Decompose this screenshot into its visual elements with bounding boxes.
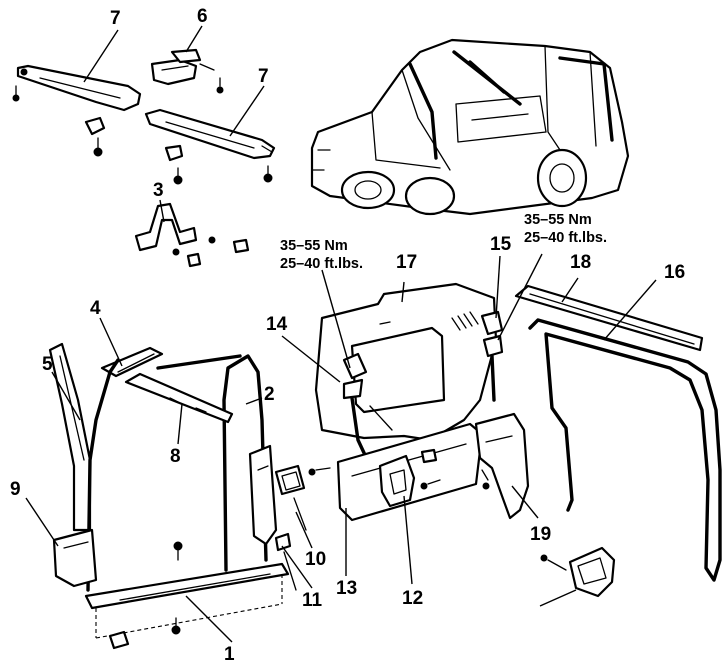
callout-3: 3: [153, 180, 164, 201]
callout-17: 17: [396, 252, 417, 273]
visor-clip-right: [164, 144, 273, 185]
callout-9: 9: [10, 479, 21, 500]
a-pillar-trim: [48, 342, 92, 532]
torque-metric-left: 35–55 Nm: [280, 238, 348, 254]
sun-visor-right: [144, 108, 276, 160]
callout-1: 1: [224, 644, 235, 665]
callout-7-right: 7: [258, 66, 269, 87]
torque-imperial-left: 25–40 ft.lbs.: [280, 256, 363, 272]
callout-8: 8: [170, 446, 181, 467]
torque-imperial-right: 25–40 ft.lbs.: [524, 230, 607, 246]
callout-6: 6: [197, 6, 208, 27]
quarter-window-trim: [540, 546, 616, 598]
callout-19: 19: [530, 524, 551, 545]
side-trim-panel: [474, 412, 530, 520]
center-pillar-trim: [124, 372, 234, 424]
vehicle-outline: [310, 38, 630, 216]
seat-belt-left: [342, 352, 393, 472]
kick-panel: [52, 528, 98, 588]
torque-spec-right: 35–55 Nm 25–40 ft.lbs.: [524, 212, 607, 246]
callout-4: 4: [90, 298, 101, 319]
rear-door-weatherstrip: [528, 318, 722, 582]
lower-pillar-trim: [248, 444, 278, 546]
callout-labels: 7 6 7 3 4 5 2 8 9 10 11 1 12 13 14 15 16…: [10, 6, 685, 665]
callout-15: 15: [490, 234, 512, 255]
retractor-cover: [378, 454, 416, 508]
quarter-upper-trim: [314, 282, 498, 442]
callout-10: 10: [305, 549, 326, 570]
callout-16: 16: [664, 262, 685, 283]
callout-11: 11: [302, 590, 323, 611]
door-weatherstrip-front: [86, 354, 268, 592]
callout-7-left: 7: [110, 8, 121, 29]
torque-spec-left: 35–55 Nm 25–40 ft.lbs.: [280, 238, 363, 272]
callout-5: 5: [42, 354, 53, 375]
scuff-plate: [84, 541, 290, 650]
seat-belt-right: [480, 310, 504, 402]
trim-clip-11: [274, 532, 297, 591]
callout-12: 12: [402, 588, 423, 609]
callout-13: 13: [336, 578, 357, 599]
torque-metric-right: 35–55 Nm: [524, 212, 592, 228]
callout-14: 14: [266, 314, 288, 335]
sun-visor-left: [12, 64, 142, 112]
callout-18: 18: [570, 252, 591, 273]
rear-view-mirror: [150, 48, 224, 94]
trim-clip-10: [274, 464, 307, 531]
leader-lines: [25, 25, 657, 643]
assist-grip: [134, 202, 250, 268]
visor-clip-left: [84, 116, 106, 157]
callout-2: 2: [264, 384, 275, 405]
